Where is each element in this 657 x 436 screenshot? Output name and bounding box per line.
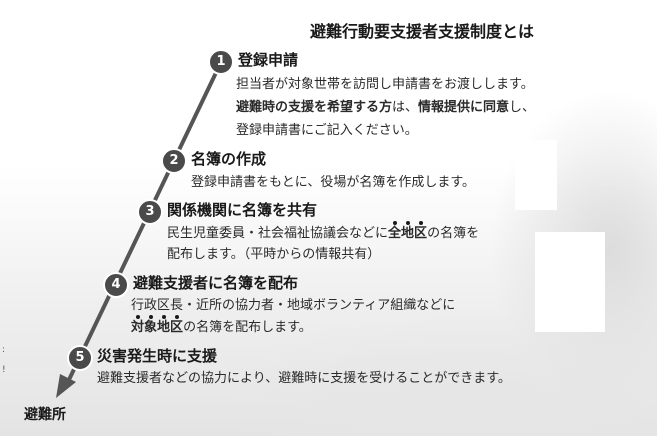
emphasis-dotted-text: 全地区: [388, 221, 428, 241]
step-number-badge: 2: [161, 148, 187, 174]
page-title: 避難行動要支援者支援制度とは: [310, 22, 535, 41]
step-description: 対象地区の名簿を配布します。: [131, 315, 312, 337]
step-description: 配布します。（平時からの情報共有）: [167, 247, 381, 262]
text-fragment: は、: [392, 100, 419, 115]
step-number-badge: 3: [137, 199, 163, 225]
emphasis-char: 区: [170, 315, 184, 335]
emphasis-char: 区: [414, 221, 428, 241]
emphasis-char: 地: [157, 315, 171, 335]
background-patch: [515, 140, 557, 210]
step-heading: 関係機関に名簿を共有: [167, 201, 318, 219]
step-description: 避難時の支援を希望する方は、情報提供に同意し、: [236, 99, 535, 117]
text-fragment: 民生児童委員・社会福祉協議会などに: [167, 226, 389, 241]
step-description: 登録申請書をもとに、役場が名簿を作成します。: [191, 175, 476, 190]
edge-fragment: !: [2, 365, 6, 375]
step-number-badge: 1: [208, 49, 234, 75]
background-patch: [535, 232, 605, 332]
step-heading: 名簿の作成: [191, 150, 267, 168]
step-description: 担当者が対象世帯を訪問し申請書をお渡しします。: [236, 77, 534, 92]
emphasis-dotted-text: 対象地区: [131, 315, 184, 335]
text-fragment: し、: [509, 100, 536, 115]
step-description: 登録申請書にご記入ください。: [236, 123, 418, 138]
evacuation-shelter-label: 避難所: [24, 407, 66, 423]
emphasis-char: 象: [144, 315, 158, 335]
emphasis-text: 避難時の支援を希望する方: [236, 100, 393, 115]
text-fragment: の名簿を: [427, 226, 480, 241]
edge-fragment: :: [2, 345, 6, 355]
step-description: 行政区長・近所の協力者・地域ボランティア組織などに: [131, 298, 456, 313]
text-fragment: の名簿を配布します。: [183, 320, 312, 335]
emphasis-char: 対: [131, 315, 145, 335]
step-heading: 災害発生時に支援: [97, 347, 218, 365]
step-description: 避難支援者などの協力により、避難時に支援を受けることができます。: [97, 371, 511, 386]
flow-arrow-head: [56, 374, 76, 398]
step-number-badge: 5: [67, 345, 93, 371]
emphasis-char: 全: [388, 221, 402, 241]
step-description: 民生児童委員・社会福祉協議会などに全地区の名簿を: [167, 221, 480, 243]
step-heading: 避難支援者に名簿を配布: [133, 274, 299, 292]
emphasis-char: 地: [401, 221, 415, 241]
step-number-badge: 4: [103, 272, 129, 298]
emphasis-text: 情報提供に同意: [418, 100, 510, 115]
step-heading: 登録申請: [238, 51, 299, 69]
